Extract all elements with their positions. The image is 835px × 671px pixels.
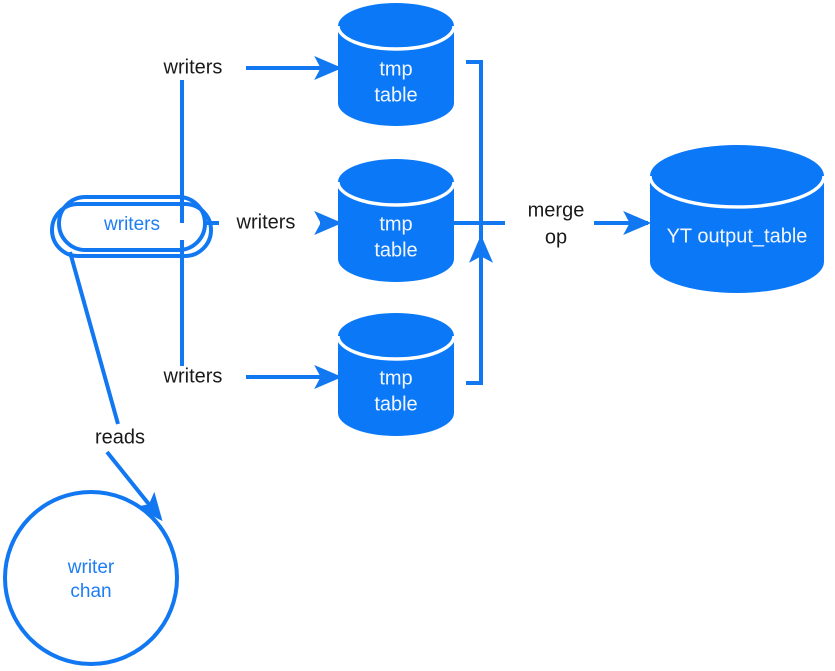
tmp-table-3-top (338, 313, 454, 359)
tmp-table-1-label-line2: table (374, 84, 417, 106)
edge-reads-upper (68, 251, 120, 425)
tmp-table-1-body (338, 26, 454, 126)
writer-chan-label-line2: chan (70, 581, 111, 602)
edge-label-writers-middle: writers (236, 211, 296, 233)
edge-reads-to-writer-chan (105, 450, 163, 522)
tmp-table-3-body (338, 336, 454, 436)
edge-label-writers-top: writers (163, 56, 223, 78)
edge-label-merge-op-line2: op (545, 226, 567, 248)
tmp-table-2-body (338, 182, 454, 282)
edge-merge-collector (450, 60, 505, 385)
edge-label-writers-bottom: writers (163, 365, 223, 387)
writer-chan-label-line1: writer (67, 557, 115, 578)
node-tmp-table-2[interactable]: tmp table (336, 159, 456, 282)
writer-chan-circle (3, 490, 179, 666)
tmp-table-2-top (338, 159, 454, 205)
tmp-table-3-top-separator (336, 335, 456, 361)
tmp-table-1-label-line1: tmp (379, 58, 412, 80)
node-writers-pool[interactable]: writers (50, 195, 213, 258)
node-output-table[interactable]: YT output_table (648, 145, 826, 293)
tmp-table-2-top-separator (336, 181, 456, 207)
output-table-top (650, 145, 824, 207)
tmp-table-2-label-line2: table (374, 239, 417, 261)
node-tmp-table-3[interactable]: tmp table (336, 313, 456, 436)
node-tmp-table-1[interactable]: tmp table (336, 3, 456, 126)
tmp-table-2-label-line1: tmp (379, 213, 412, 235)
tmp-table-3-label-line2: table (374, 393, 417, 415)
output-table-top-separator (648, 175, 826, 209)
output-table-body (650, 176, 824, 293)
node-writer-chan[interactable]: writer chan (3, 490, 179, 666)
writers-pool-label: writers (103, 214, 160, 235)
tmp-table-1-top (338, 3, 454, 49)
writers-pool-front-layer (57, 195, 207, 252)
edge-label-merge-op-line1: merge (528, 199, 585, 221)
edge-label-reads: reads (95, 426, 145, 448)
tmp-table-1-top-separator (336, 25, 456, 51)
output-table-label: YT output_table (667, 225, 808, 247)
tmp-table-3-label-line1: tmp (379, 367, 412, 389)
